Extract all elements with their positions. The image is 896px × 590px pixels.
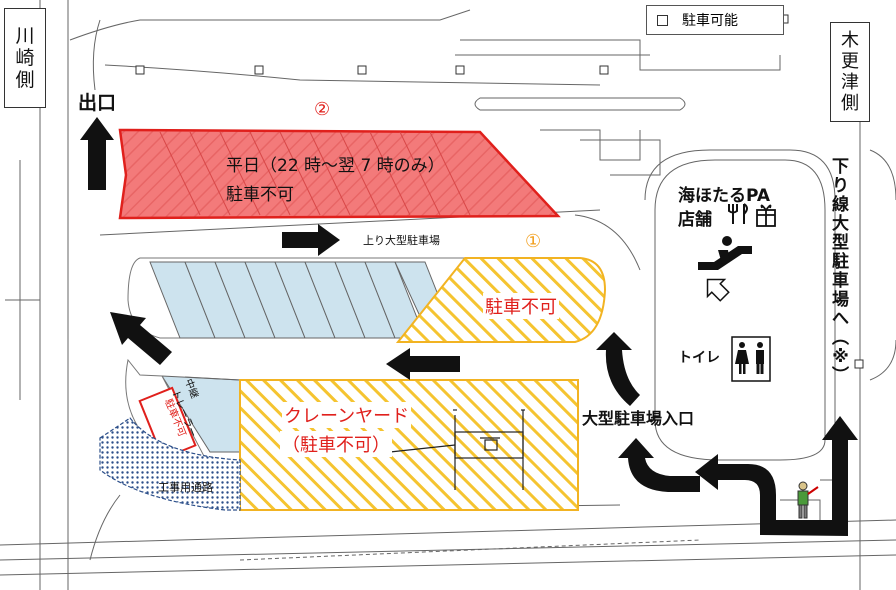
down-route-char: 大 [832,214,849,234]
down-route-char: 車 [832,271,849,291]
escalator-icon [698,236,752,302]
left-box-char: 崎 [15,47,35,69]
pa-shop-label: 店舗 [678,210,712,230]
zone-2-area [118,128,561,220]
diagonal-arrow [110,312,172,365]
down-route-char: 駐 [832,252,849,272]
pa-name-label: 海ほたるPA [678,186,771,206]
down-route-char: 型 [832,233,849,253]
work-road-area [99,417,241,511]
guard-figure [797,481,819,519]
work-road-label: 工事用通路 [158,481,213,494]
right-arrow-top [282,224,340,256]
zone-1-number: ① [525,231,542,252]
kawasaki-side-box: 川 崎 側 [4,8,46,108]
zone-2-number: ② [314,99,331,120]
right-box-char: 津 [841,72,859,93]
restaurant-icon [728,203,748,224]
crane-yard-no-park: （駐車不可） [280,431,392,457]
up-parking-label: 上り大型駐車場 [363,234,440,247]
parking-available-square-icon [657,14,668,26]
legend-text: 駐車可能 [682,13,738,29]
crane-yard-label: クレーンヤード [282,402,412,428]
down-route-char: 場 [832,290,849,310]
right-box-char: 更 [841,51,859,72]
down-route-char: 下 [832,157,849,177]
down-route-char: 線 [832,195,849,215]
left-box-char: 川 [15,25,35,47]
zone-1-no-park-label: 駐車不可 [483,293,559,319]
zone-1-area [127,257,607,343]
right-box-char: 木 [841,30,859,51]
zone-2-line2: 駐車不可 [226,185,294,205]
right-box-char: 側 [841,93,859,114]
traffic-arrows [80,117,858,536]
left-arrow [386,348,460,380]
entrance-arrow-upper [596,332,640,406]
entrance-label: 大型駐車場入口 [582,409,695,428]
down-route-char: へ [832,309,849,329]
pa-toilet-label: トイレ [678,350,720,366]
legend: 駐車可能 [646,5,784,35]
left-box-char: 側 [15,69,35,91]
down-route-char: ︶ [832,366,849,386]
restroom-icon [731,336,771,382]
exit-up-arrow [80,117,114,190]
down-route-label: 下 り 線 大 型 駐 車 場 へ ︵ ※ ︶ [832,158,849,386]
down-route-arrow [695,416,858,536]
down-route-char: ︵ [832,328,849,348]
entrance-arrow-lower [618,438,700,492]
down-route-char: ※ [832,347,849,367]
gift-icon [756,204,776,227]
down-route-char: り [832,176,849,196]
crane-drawing [389,409,525,490]
zone-2-line1: 平日（22 時～翌 7 時のみ） [226,156,445,176]
exit-label: 出口 [78,92,117,114]
kisarazu-side-box: 木 更 津 側 [830,22,870,122]
pa-icons [698,203,776,382]
